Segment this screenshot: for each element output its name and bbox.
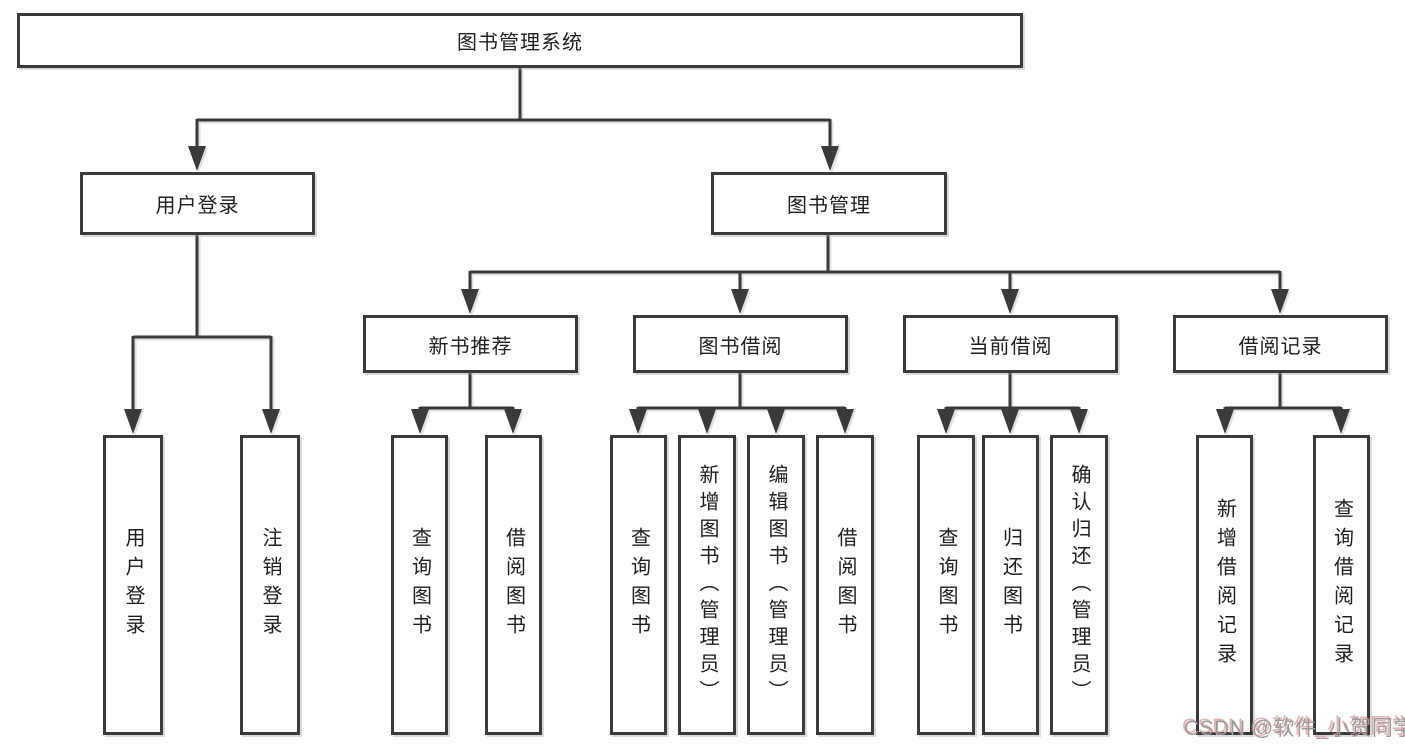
leaf-edit-book-admin: 编辑图书（管理员） bbox=[747, 435, 805, 735]
leaf-query-borrow-record: 查询借阅记录 bbox=[1313, 435, 1370, 735]
leaf-query-books-borrow-label: 查询图书 bbox=[627, 527, 650, 643]
leaf-return-book: 归还图书 bbox=[982, 435, 1039, 735]
leaf-add-borrow-record-label: 新增借阅记录 bbox=[1213, 498, 1236, 672]
leaf-query-books-current: 查询图书 bbox=[917, 435, 975, 735]
node-root-label: 图书管理系统 bbox=[457, 32, 583, 54]
leaf-edit-book-admin-label: 编辑图书（管理员） bbox=[765, 463, 787, 707]
leaf-borrow-books-recommend: 借阅图书 bbox=[485, 435, 542, 735]
leaf-query-books-current-label: 查询图书 bbox=[935, 527, 957, 643]
node-user-login-label: 用户登录 bbox=[155, 195, 240, 217]
leaf-borrow-books: 借阅图书 bbox=[816, 435, 874, 735]
leaf-return-book-label: 归还图书 bbox=[999, 527, 1022, 643]
leaf-add-borrow-record: 新增借阅记录 bbox=[1196, 435, 1253, 735]
node-borrow-records-label: 借阅记录 bbox=[1238, 335, 1323, 358]
node-book-management: 图书管理 bbox=[711, 172, 947, 235]
leaf-logout: 注销登录 bbox=[240, 435, 300, 735]
leaf-confirm-return-admin: 确认归还（管理员） bbox=[1050, 435, 1108, 735]
node-new-book-recommend: 新书推荐 bbox=[363, 315, 578, 373]
leaf-user-login-label: 用户登录 bbox=[122, 527, 144, 643]
leaf-borrow-books-recommend-label: 借阅图书 bbox=[502, 527, 525, 643]
node-borrow-records: 借阅记录 bbox=[1173, 315, 1388, 373]
leaf-add-book-admin-label: 新增图书（管理员） bbox=[696, 463, 718, 707]
leaf-query-books-recommend-label: 查询图书 bbox=[408, 527, 431, 643]
leaf-confirm-return-admin-label: 确认归还（管理员） bbox=[1068, 463, 1090, 707]
node-book-borrow: 图书借阅 bbox=[633, 315, 848, 373]
node-current-borrow: 当前借阅 bbox=[903, 315, 1118, 373]
leaf-add-book-admin: 新增图书（管理员） bbox=[678, 435, 736, 735]
leaf-borrow-books-label: 借阅图书 bbox=[834, 527, 856, 643]
leaf-query-borrow-record-label: 查询借阅记录 bbox=[1330, 498, 1353, 672]
node-user-login: 用户登录 bbox=[80, 172, 315, 235]
leaf-logout-label: 注销登录 bbox=[259, 527, 281, 643]
node-root: 图书管理系统 bbox=[17, 13, 1023, 68]
node-book-management-label: 图书管理 bbox=[787, 195, 871, 217]
leaf-user-login: 用户登录 bbox=[103, 435, 163, 735]
leaf-query-books-recommend: 查询图书 bbox=[391, 435, 448, 735]
node-new-book-recommend-label: 新书推荐 bbox=[428, 335, 513, 358]
node-book-borrow-label: 图书借阅 bbox=[698, 335, 783, 358]
leaf-query-books-borrow: 查询图书 bbox=[610, 435, 667, 735]
arrowheads bbox=[124, 146, 1350, 434]
csdn-watermark: CSDN @软件_小贺同学 bbox=[1184, 717, 1405, 740]
node-current-borrow-label: 当前借阅 bbox=[968, 335, 1053, 358]
